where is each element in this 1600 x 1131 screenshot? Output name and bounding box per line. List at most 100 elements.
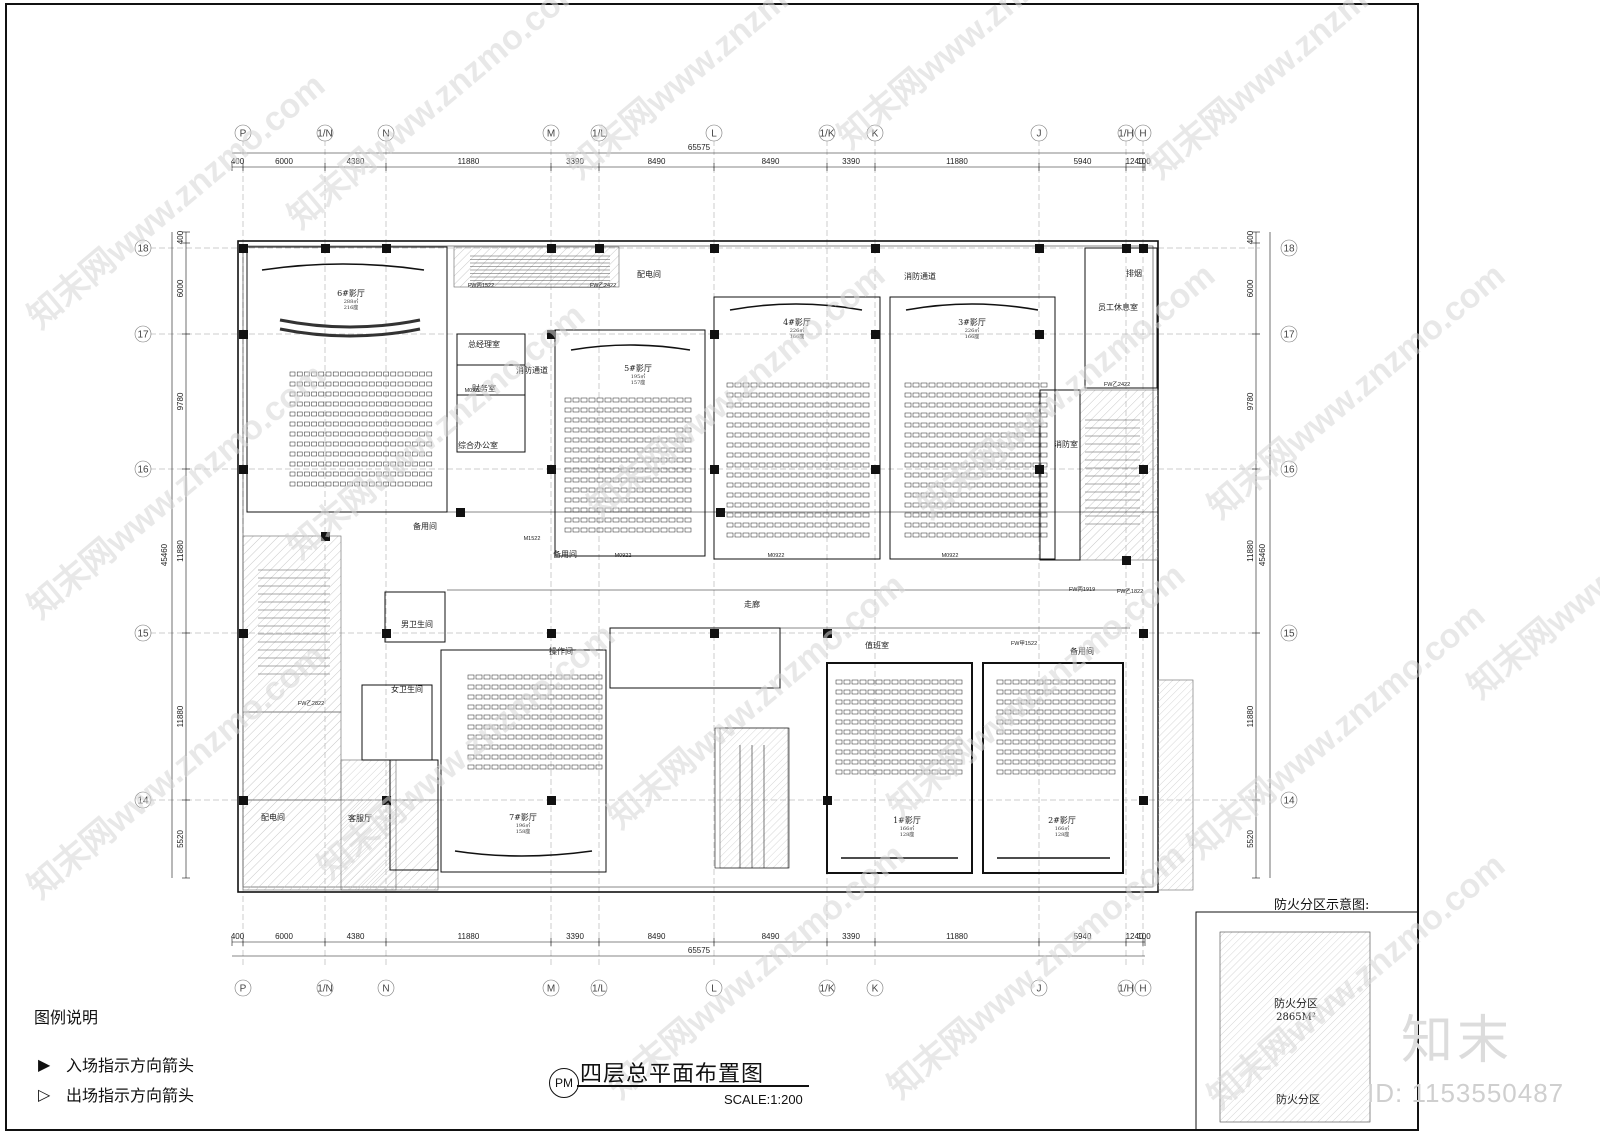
seat — [588, 457, 596, 463]
seat — [1008, 432, 1016, 438]
seat — [318, 441, 325, 447]
seat — [318, 431, 325, 437]
seat — [822, 522, 830, 528]
seat — [976, 522, 984, 528]
axis-top-8: J — [1030, 124, 1048, 142]
seat — [620, 397, 628, 403]
seat — [851, 739, 859, 745]
seat — [491, 714, 499, 720]
seat — [660, 397, 668, 403]
svg-text:15: 15 — [1283, 629, 1295, 640]
seat — [564, 507, 572, 513]
svg-text:1/N: 1/N — [317, 129, 333, 140]
seat — [1020, 699, 1028, 705]
duty-room-label: 值班室 — [865, 640, 889, 650]
seat — [1016, 532, 1024, 538]
axis-bottom-1: 1/N — [316, 979, 334, 997]
seat — [952, 392, 960, 398]
seat — [289, 471, 296, 477]
seat — [1024, 442, 1032, 448]
seat — [368, 381, 375, 387]
gm-office-label: 总经理室 — [468, 339, 500, 349]
seat — [1024, 382, 1032, 388]
seat — [361, 451, 368, 457]
seat — [318, 421, 325, 427]
operation-label: 操作间 — [549, 646, 573, 656]
seat — [604, 467, 612, 473]
seat — [782, 512, 790, 518]
seat — [1028, 739, 1036, 745]
seat — [912, 462, 920, 468]
seat — [347, 471, 353, 477]
drawing-badge: PM — [549, 1068, 579, 1098]
svg-text:K: K — [872, 984, 879, 995]
seat — [734, 412, 742, 418]
seat — [1108, 769, 1116, 775]
axis-left-14: 14 — [134, 791, 152, 809]
seat — [467, 674, 475, 680]
seat — [289, 401, 296, 407]
seat — [920, 442, 928, 448]
seat — [325, 461, 332, 467]
seat — [564, 467, 572, 473]
seat — [1000, 442, 1008, 448]
seat — [588, 467, 596, 473]
seat — [572, 467, 580, 473]
seat — [851, 689, 859, 695]
seat — [644, 427, 652, 433]
seat — [652, 477, 660, 483]
seat — [419, 391, 425, 397]
axis-top-2: N — [377, 124, 395, 142]
seat — [588, 527, 596, 533]
dim-seg-4: 3390 — [566, 157, 584, 166]
seat — [555, 764, 563, 770]
seat — [952, 442, 960, 448]
seat — [923, 709, 931, 715]
seat — [1028, 679, 1036, 685]
seat — [838, 482, 846, 488]
seat — [1040, 482, 1048, 488]
seat — [1040, 402, 1048, 408]
axis-top-10: H — [1134, 124, 1152, 142]
seat — [766, 452, 774, 458]
seat — [904, 502, 912, 508]
seat — [563, 764, 571, 770]
column — [871, 465, 880, 474]
seat — [968, 382, 976, 388]
seat — [571, 674, 579, 680]
seat — [726, 492, 734, 498]
seat — [564, 457, 572, 463]
seat — [507, 724, 515, 730]
seat — [475, 674, 483, 680]
seat — [830, 502, 838, 508]
seat — [368, 431, 375, 437]
seat — [515, 724, 523, 730]
seat — [928, 532, 936, 538]
seat — [952, 512, 960, 518]
seat — [899, 739, 907, 745]
seat — [1052, 719, 1060, 725]
seat — [931, 759, 939, 765]
seat — [325, 401, 332, 407]
seat — [782, 492, 790, 498]
seat — [798, 392, 806, 398]
seat — [835, 699, 843, 705]
seat — [660, 477, 668, 483]
seat — [555, 684, 563, 690]
seat — [984, 392, 992, 398]
seat — [867, 689, 875, 695]
seat — [361, 381, 368, 387]
seat — [846, 492, 854, 498]
seat — [539, 694, 547, 700]
legend-exit-row: ▷ 出场指示方向箭头 — [38, 1082, 194, 1106]
seat — [1028, 769, 1036, 775]
seat — [750, 412, 758, 418]
watermark-1: 知末网www.znzmo.com — [281, 0, 592, 236]
seat — [814, 402, 822, 408]
seat — [397, 441, 404, 447]
seat — [814, 412, 822, 418]
seat — [397, 391, 404, 397]
seat — [325, 431, 332, 437]
seat — [325, 441, 332, 447]
seat — [644, 477, 652, 483]
